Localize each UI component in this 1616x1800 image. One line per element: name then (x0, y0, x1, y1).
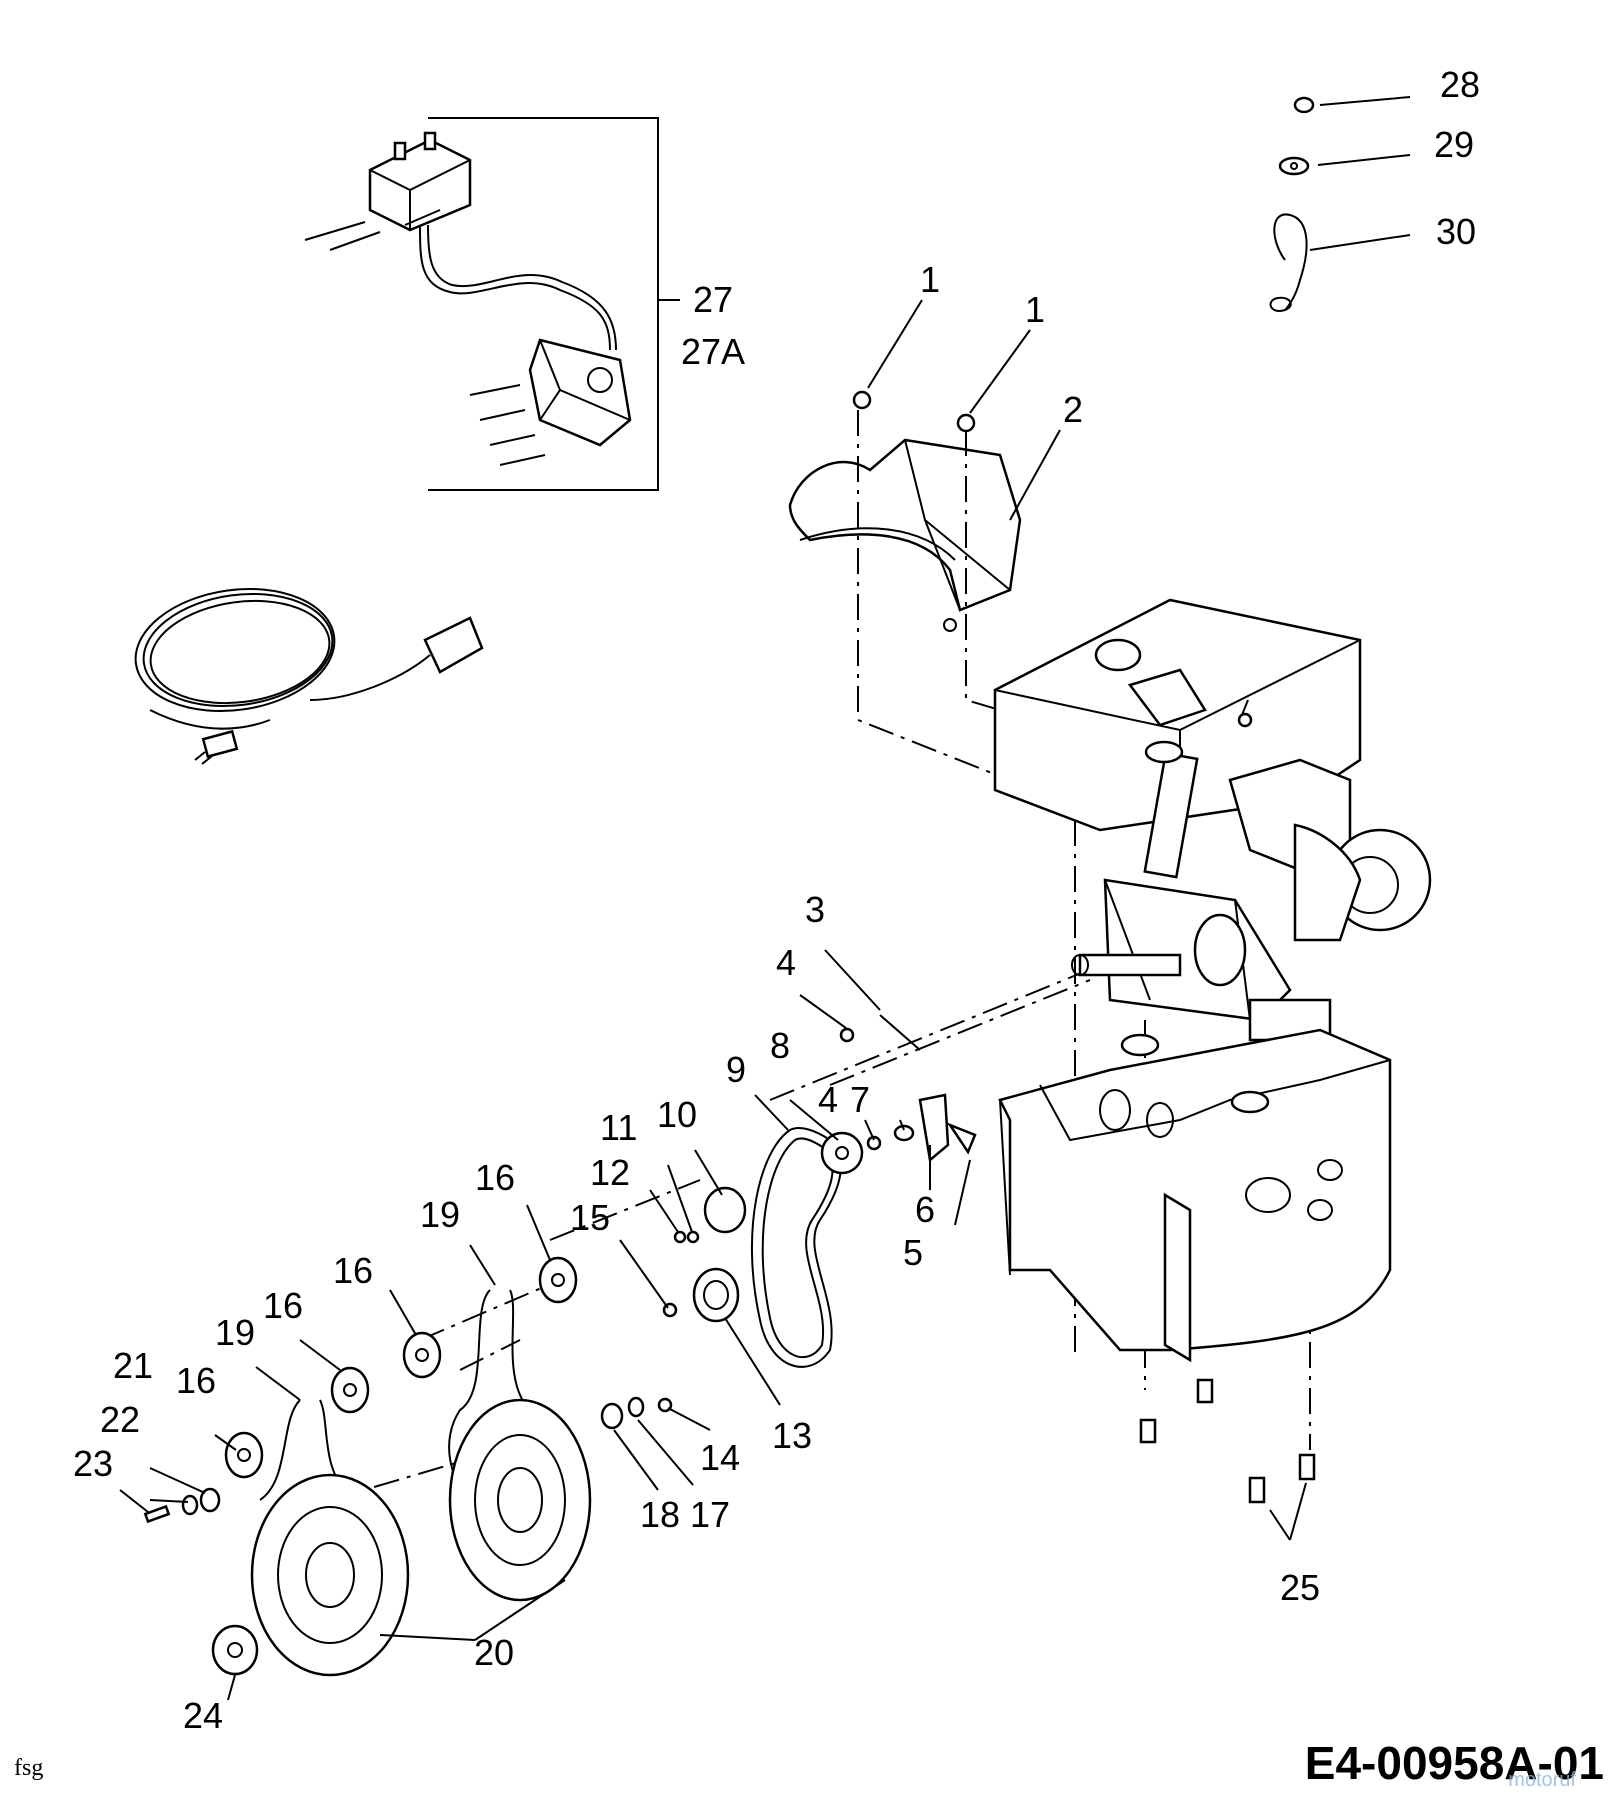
callout-20: 20 (474, 1632, 514, 1673)
callout-27: 27 (693, 279, 733, 320)
callout-16b: 16 (333, 1250, 373, 1291)
callout-19a: 19 (420, 1194, 460, 1235)
callout-29: 29 (1434, 124, 1474, 165)
callout-23: 23 (73, 1443, 113, 1484)
frame-bolts (1139, 1378, 1316, 1504)
callout-12: 12 (590, 1152, 630, 1193)
pulley-hardware (143, 1487, 259, 1676)
callout-5: 5 (903, 1232, 923, 1273)
small-hardware (600, 1014, 977, 1430)
small-pulley (692, 1267, 740, 1323)
callout-10: 10 (657, 1094, 697, 1135)
callout-18: 18 (640, 1494, 680, 1535)
leader-lines (119, 96, 1411, 1701)
callout-21: 21 (113, 1345, 153, 1386)
watermark: motoruf (1508, 1769, 1576, 1791)
callout-16d: 16 (176, 1360, 216, 1401)
callout-15: 15 (570, 1197, 610, 1238)
engine (993, 598, 1432, 1042)
engine-cover (788, 390, 1022, 632)
callout-27a: 27A (681, 331, 745, 372)
callout-16a: 16 (475, 1157, 515, 1198)
idler-pulleys (224, 1256, 578, 1479)
callout-6: 6 (915, 1189, 935, 1230)
callout-30: 30 (1436, 211, 1476, 252)
callout-19b: 19 (215, 1312, 255, 1353)
callout-28: 28 (1440, 64, 1480, 105)
callout-8: 8 (770, 1025, 790, 1066)
callout-7: 7 (850, 1079, 870, 1120)
extension-cord (134, 587, 484, 765)
callout-4a: 4 (776, 942, 796, 983)
callout-labels: 1 1 2 3 4 4 5 6 7 8 9 10 11 12 13 14 15 … (73, 64, 1480, 1736)
callout-1a: 1 (920, 259, 940, 300)
top-right-parts (1269, 96, 1315, 312)
callout-1b: 1 (1025, 289, 1045, 330)
callout-3: 3 (805, 889, 825, 930)
callout-14: 14 (700, 1437, 740, 1478)
diagram-code: E4-00958A-01 (1304, 1737, 1604, 1789)
callout-4b: 4 (818, 1079, 838, 1120)
callout-22: 22 (100, 1399, 140, 1440)
frame-chassis (998, 1028, 1392, 1363)
electric-starter-kit (304, 117, 680, 491)
callout-11: 11 (600, 1107, 637, 1148)
callout-13: 13 (772, 1415, 812, 1456)
callout-2: 2 (1063, 389, 1083, 430)
callout-9: 9 (726, 1049, 746, 1090)
large-pulleys (250, 1398, 592, 1677)
callout-25: 25 (1280, 1567, 1320, 1608)
callout-24: 24 (183, 1695, 223, 1736)
footer-mark: fsg (14, 1755, 44, 1781)
callout-17: 17 (690, 1494, 730, 1535)
callout-16c: 16 (263, 1285, 303, 1326)
